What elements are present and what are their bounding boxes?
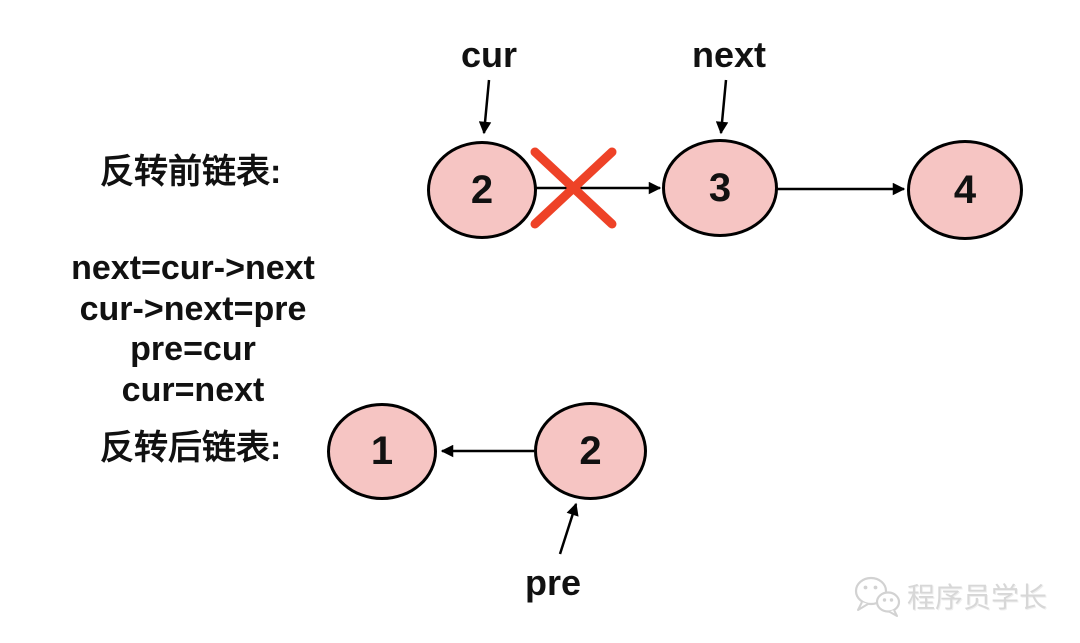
after-list-label: 反转后链表: <box>100 429 282 467</box>
red-cross-icon <box>530 147 617 229</box>
code-line: cur=next <box>121 370 265 409</box>
before-list-label: 反转前链表: <box>100 153 282 191</box>
code-line: pre=cur <box>130 330 256 368</box>
code-line: cur->next=pre <box>79 289 307 328</box>
pointer-label-cur: cur <box>460 34 518 75</box>
node-before-2: 4 <box>907 140 1023 240</box>
node-value: 3 <box>708 165 732 210</box>
watermark: 程序员学长 <box>852 574 1047 618</box>
node-value: 2 <box>470 167 494 212</box>
arrow-next-to-node3 <box>715 79 729 135</box>
watermark-text: 程序员学长 <box>907 582 1048 613</box>
node-before-1: 3 <box>662 139 778 237</box>
wechat-icon <box>854 576 901 617</box>
node-after-0: 1 <box>327 403 437 500</box>
node-after-1: 2 <box>534 402 647 500</box>
node-value: 2 <box>579 428 602 473</box>
node-value: 1 <box>370 429 394 473</box>
arrow-cur-to-node2 <box>478 79 492 135</box>
node-value: 4 <box>953 167 977 212</box>
node-before-0: 2 <box>427 141 537 239</box>
reversal-code-block: next=cur->next cur->next=pre pre=cur cur… <box>60 248 326 410</box>
arrow-pre-to-node2 <box>558 502 579 555</box>
code-line: next=cur->next <box>71 249 315 287</box>
pointer-label-pre: pre <box>524 562 582 603</box>
pointer-label-next: next <box>691 34 767 75</box>
